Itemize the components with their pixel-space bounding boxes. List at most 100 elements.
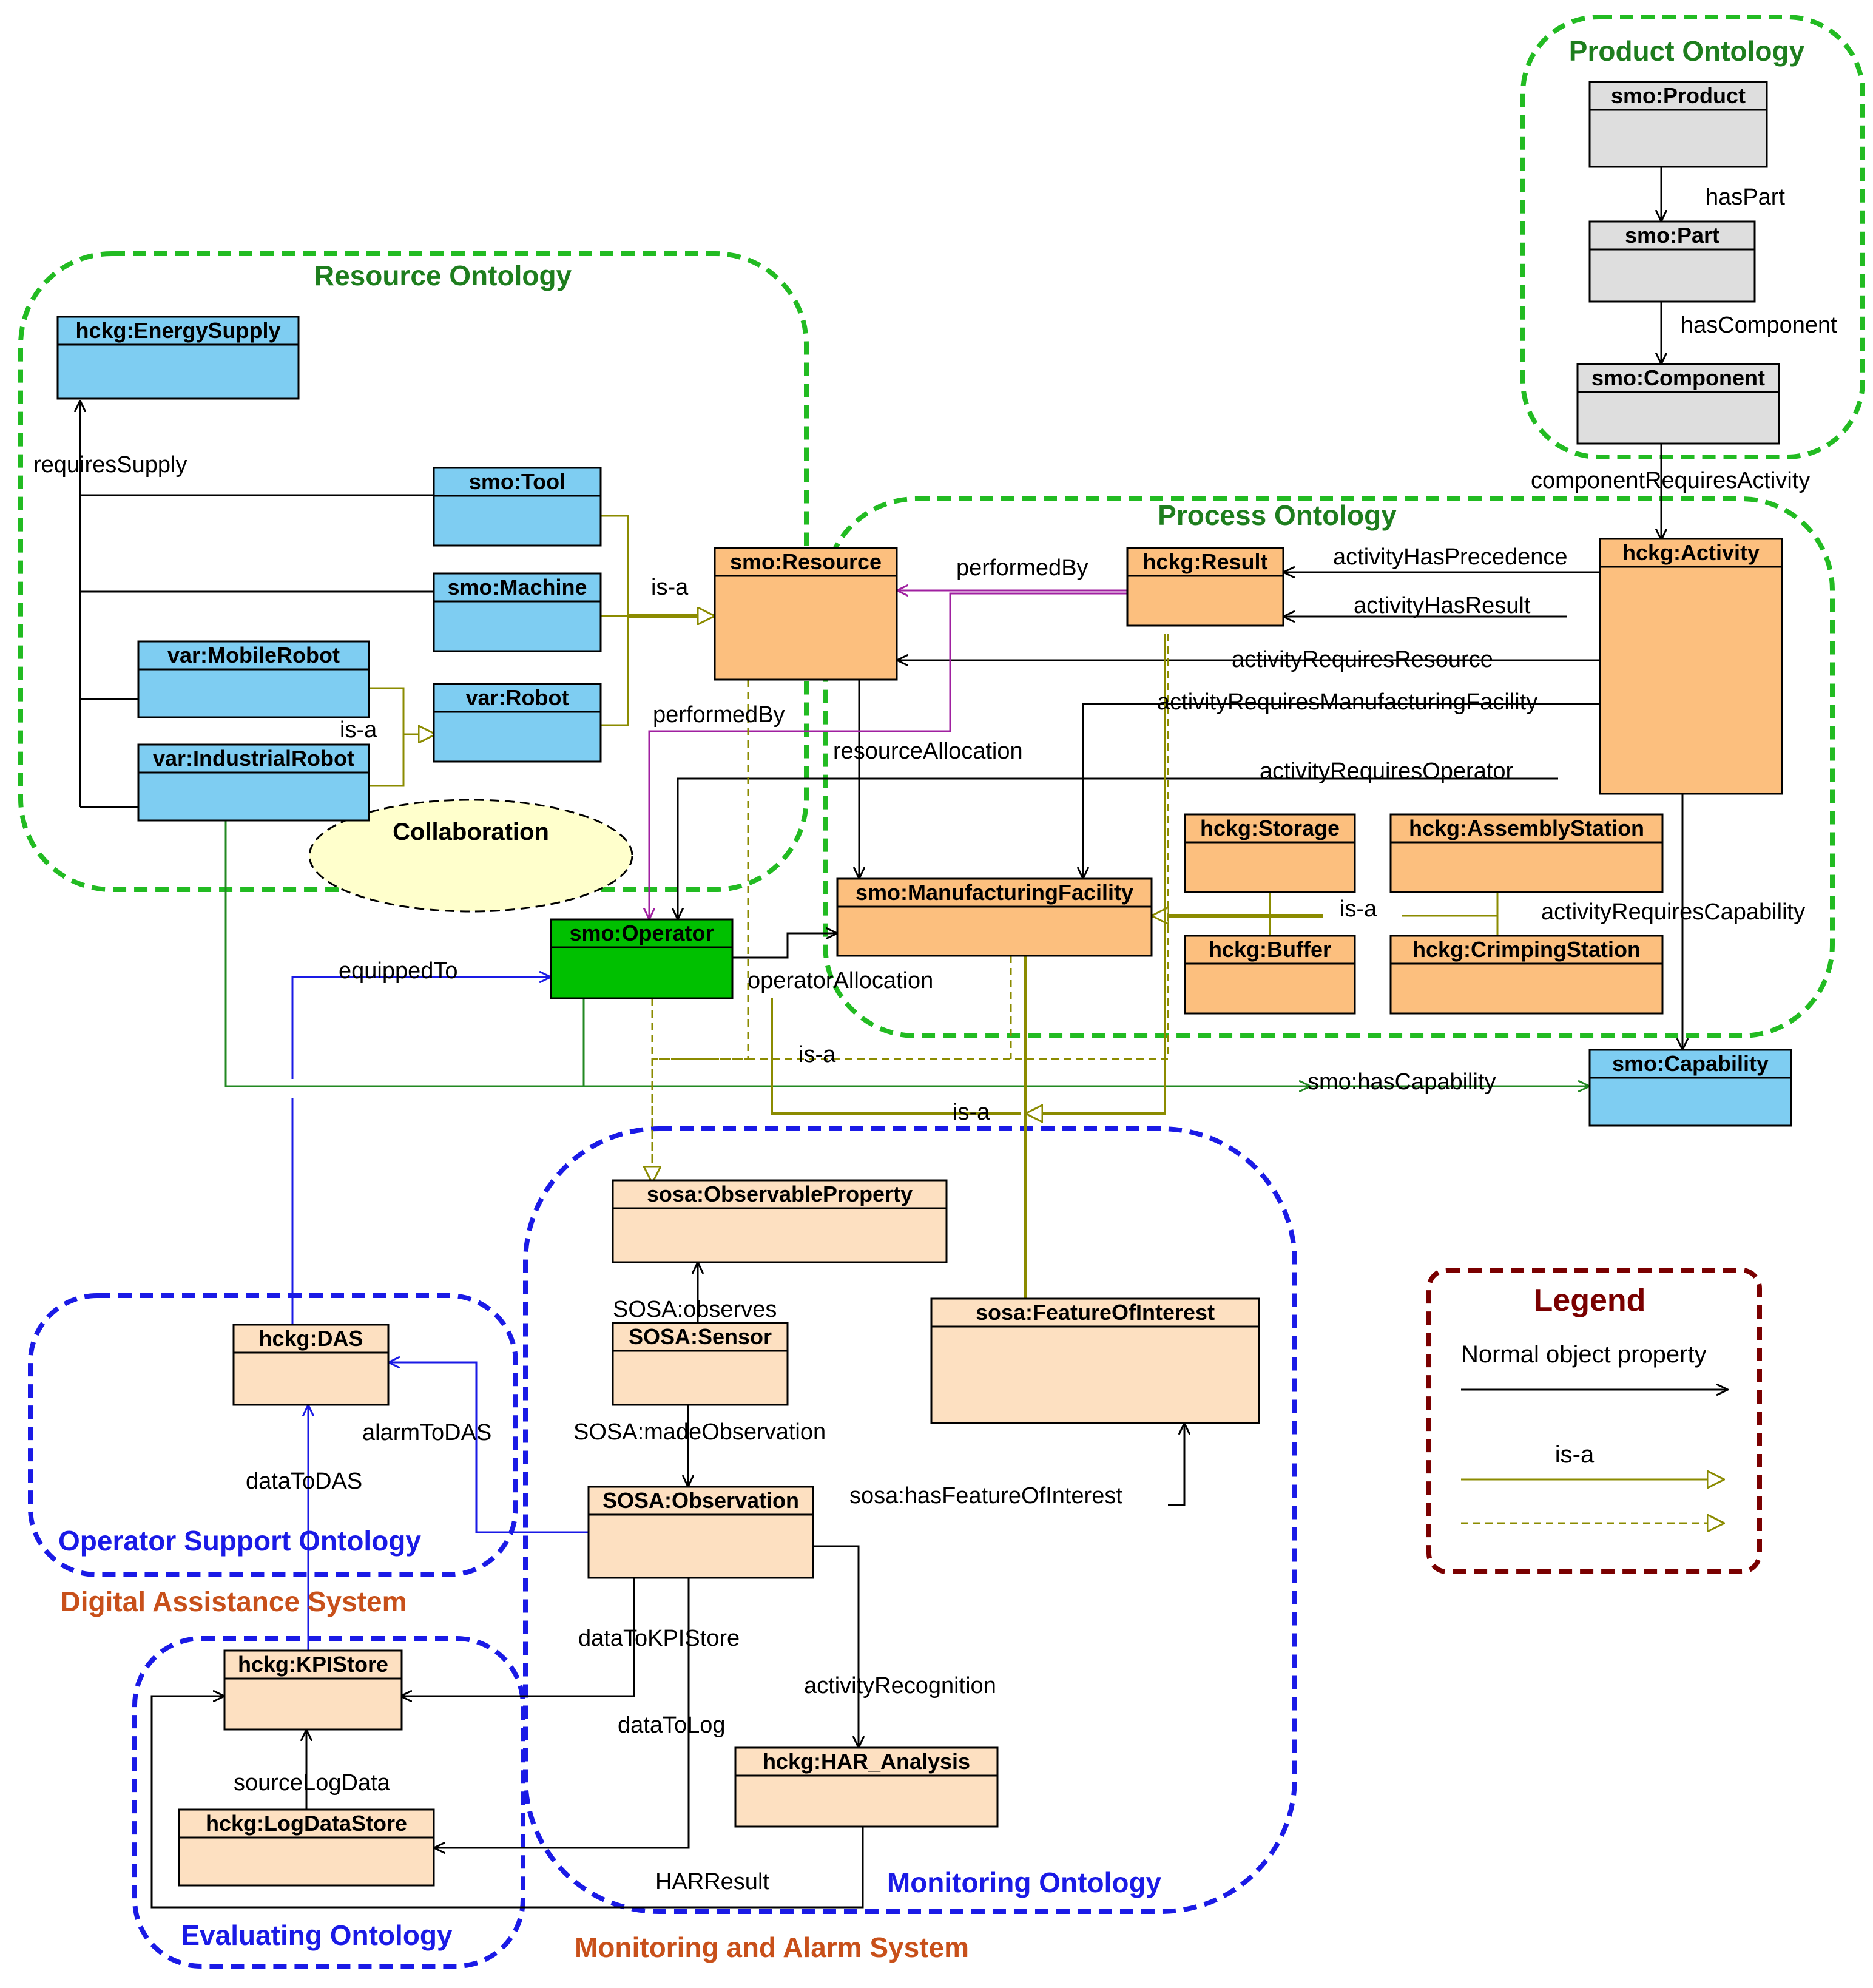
label-has-part: hasPart (1706, 184, 1785, 210)
is-a-edges (369, 515, 1499, 1299)
class-box-energy-supply-frame (56, 316, 300, 400)
edge-has-capability-operator (582, 998, 1311, 1086)
title-monitoring-alarm-system: Monitoring and Alarm System (575, 1932, 969, 1963)
operator-support-boundary (28, 1293, 518, 1577)
class-label-robot: var:Robot (466, 685, 569, 710)
label-made-observation: SOSA:madeObservation (573, 1419, 826, 1445)
edge-har-result (150, 1696, 864, 1909)
monitoring-ontology-boundary (523, 1126, 1297, 1914)
purple-edges (649, 590, 1127, 919)
collaboration-label: Collaboration (393, 819, 549, 845)
label-is-a-feature: is-a (953, 1100, 990, 1125)
class-box-industrial-robot: var:IndustrialRobot (137, 743, 370, 822)
legend-boundary (1426, 1268, 1762, 1574)
class-label-log-data-store: hckg:LogDataStore (206, 1811, 407, 1836)
evaluating-ontology-boundary (132, 1636, 525, 1969)
class-label-product: smo:Product (1611, 83, 1746, 108)
label-is-a-robot: is-a (340, 717, 377, 743)
title-process-ontology: Process Ontology (1158, 499, 1397, 531)
legend: Legend Normal object property is-a (1461, 1283, 1728, 1523)
class-label-mobile-robot: var:MobileRobot (167, 643, 340, 668)
label-component-requires-activity: componentRequiresActivity (1531, 468, 1810, 493)
class-box-assembly-station-frame (1389, 813, 1664, 893)
class-box-robot-frame (433, 683, 602, 763)
label-performed-by-1: performedBy (956, 555, 1088, 581)
class-label-part: smo:Part (1625, 223, 1719, 248)
legend-title: Legend (1534, 1283, 1646, 1318)
edge-data-to-kpi-store (400, 1578, 635, 1696)
class-box-robot: var:Robot (433, 683, 602, 763)
title-resource-ontology: Resource Ontology (314, 260, 572, 291)
group-titles: Product Ontology Resource Ontology Proce… (58, 35, 1805, 1963)
class-box-log-data-store-frame (178, 1808, 435, 1887)
class-box-tool: smo:Tool (433, 467, 602, 547)
class-label-observable-property: sosa:ObservableProperty (647, 1182, 913, 1206)
class-box-industrial-robot-frame (137, 743, 370, 822)
label-has-component: hasComponent (1681, 313, 1837, 338)
class-box-buffer-frame (1184, 935, 1356, 1015)
class-label-tool: smo:Tool (469, 469, 565, 494)
label-is-a-resource: is-a (651, 575, 689, 600)
label-data-to-kpi-store: dataToKPIStore (578, 1626, 740, 1651)
class-label-crimping-station: hckg:CrimpingStation (1412, 937, 1641, 962)
class-box-sensor-frame (612, 1322, 789, 1406)
legend-is-a-label: is-a (1555, 1441, 1595, 1468)
class-box-das-frame (232, 1324, 390, 1406)
title-operator-support-ontology: Operator Support Ontology (58, 1525, 421, 1557)
class-box-product-frame (1588, 81, 1768, 168)
class-box-capability: smo:Capability (1588, 1049, 1792, 1127)
label-activity-requires-capability: activityRequiresCapability (1541, 899, 1805, 925)
class-box-mobile-robot-frame (137, 640, 370, 718)
class-box-capability-frame (1588, 1049, 1792, 1127)
label-activity-has-result: activityHasResult (1354, 593, 1531, 618)
class-box-das: hckg:DAS (232, 1324, 390, 1406)
label-data-to-log: dataToLog (618, 1712, 726, 1738)
class-box-energy-supply: hckg:EnergySupply (56, 316, 300, 400)
label-activity-requires-resource: activityRequiresResource (1232, 647, 1493, 672)
class-box-machine-frame (433, 572, 602, 652)
class-box-observation-frame (587, 1486, 814, 1579)
class-box-component-frame (1576, 363, 1780, 445)
collaboration-ellipse (308, 799, 633, 913)
label-has-capability: smo:hasCapability (1308, 1069, 1496, 1095)
class-box-storage: hckg:Storage (1184, 813, 1356, 893)
class-box-feature-of-interest: sosa:FeatureOfInterest (930, 1297, 1260, 1424)
edge-alarm-to-das (388, 1362, 589, 1533)
class-label-industrial-robot: var:IndustrialRobot (153, 746, 354, 771)
class-label-kpi-store: hckg:KPIStore (238, 1652, 388, 1677)
label-activity-requires-mf: activityRequiresManufacturingFacility (1157, 689, 1537, 715)
label-is-a-facility: is-a (1340, 896, 1377, 922)
edge-crimping-is-a (1402, 915, 1499, 936)
edge-equipped-to (291, 977, 551, 1335)
class-box-activity: hckg:Activity (1599, 538, 1783, 795)
edge-operator-allocation (732, 933, 837, 959)
class-box-activity-frame (1599, 538, 1783, 795)
edge-tool-is-a (601, 515, 629, 616)
process-ontology-boundary (823, 496, 1835, 1038)
class-label-operator: smo:Operator (569, 921, 714, 945)
edge-mobile-robot-is-a (369, 687, 436, 787)
class-label-storage: hckg:Storage (1200, 816, 1340, 840)
edge-activity-requires-operator (678, 777, 1558, 919)
class-box-resource: smo:Resource (714, 547, 898, 681)
class-box-result-frame (1126, 547, 1284, 627)
class-label-buffer: hckg:Buffer (1209, 937, 1331, 962)
class-box-manufacturing-facility-frame (836, 877, 1153, 957)
class-box-crimping-station: hckg:CrimpingStation (1389, 935, 1664, 1015)
class-box-part-frame (1588, 220, 1756, 303)
label-is-a-observable: is-a (798, 1042, 836, 1067)
label-observes: SOSA:observes (613, 1297, 777, 1322)
class-box-buffer: hckg:Buffer (1184, 935, 1356, 1015)
label-resource-allocation: resourceAllocation (833, 739, 1023, 764)
class-label-manufacturing-facility: smo:ManufacturingFacility (856, 880, 1133, 905)
label-has-feature-of-interest: sosa:hasFeatureOfInterest (849, 1483, 1122, 1509)
label-alarm-to-das: alarmToDAS (362, 1420, 491, 1445)
label-source-log-data: sourceLogData (234, 1770, 391, 1796)
class-label-energy-supply: hckg:EnergySupply (75, 318, 280, 343)
class-label-component: smo:Component (1591, 365, 1765, 390)
edge-robot-is-a (601, 616, 629, 726)
class-box-product: smo:Product (1588, 81, 1768, 168)
class-label-assembly-station: hckg:AssemblyStation (1409, 816, 1644, 840)
edge-activity-recognition (813, 1545, 859, 1748)
